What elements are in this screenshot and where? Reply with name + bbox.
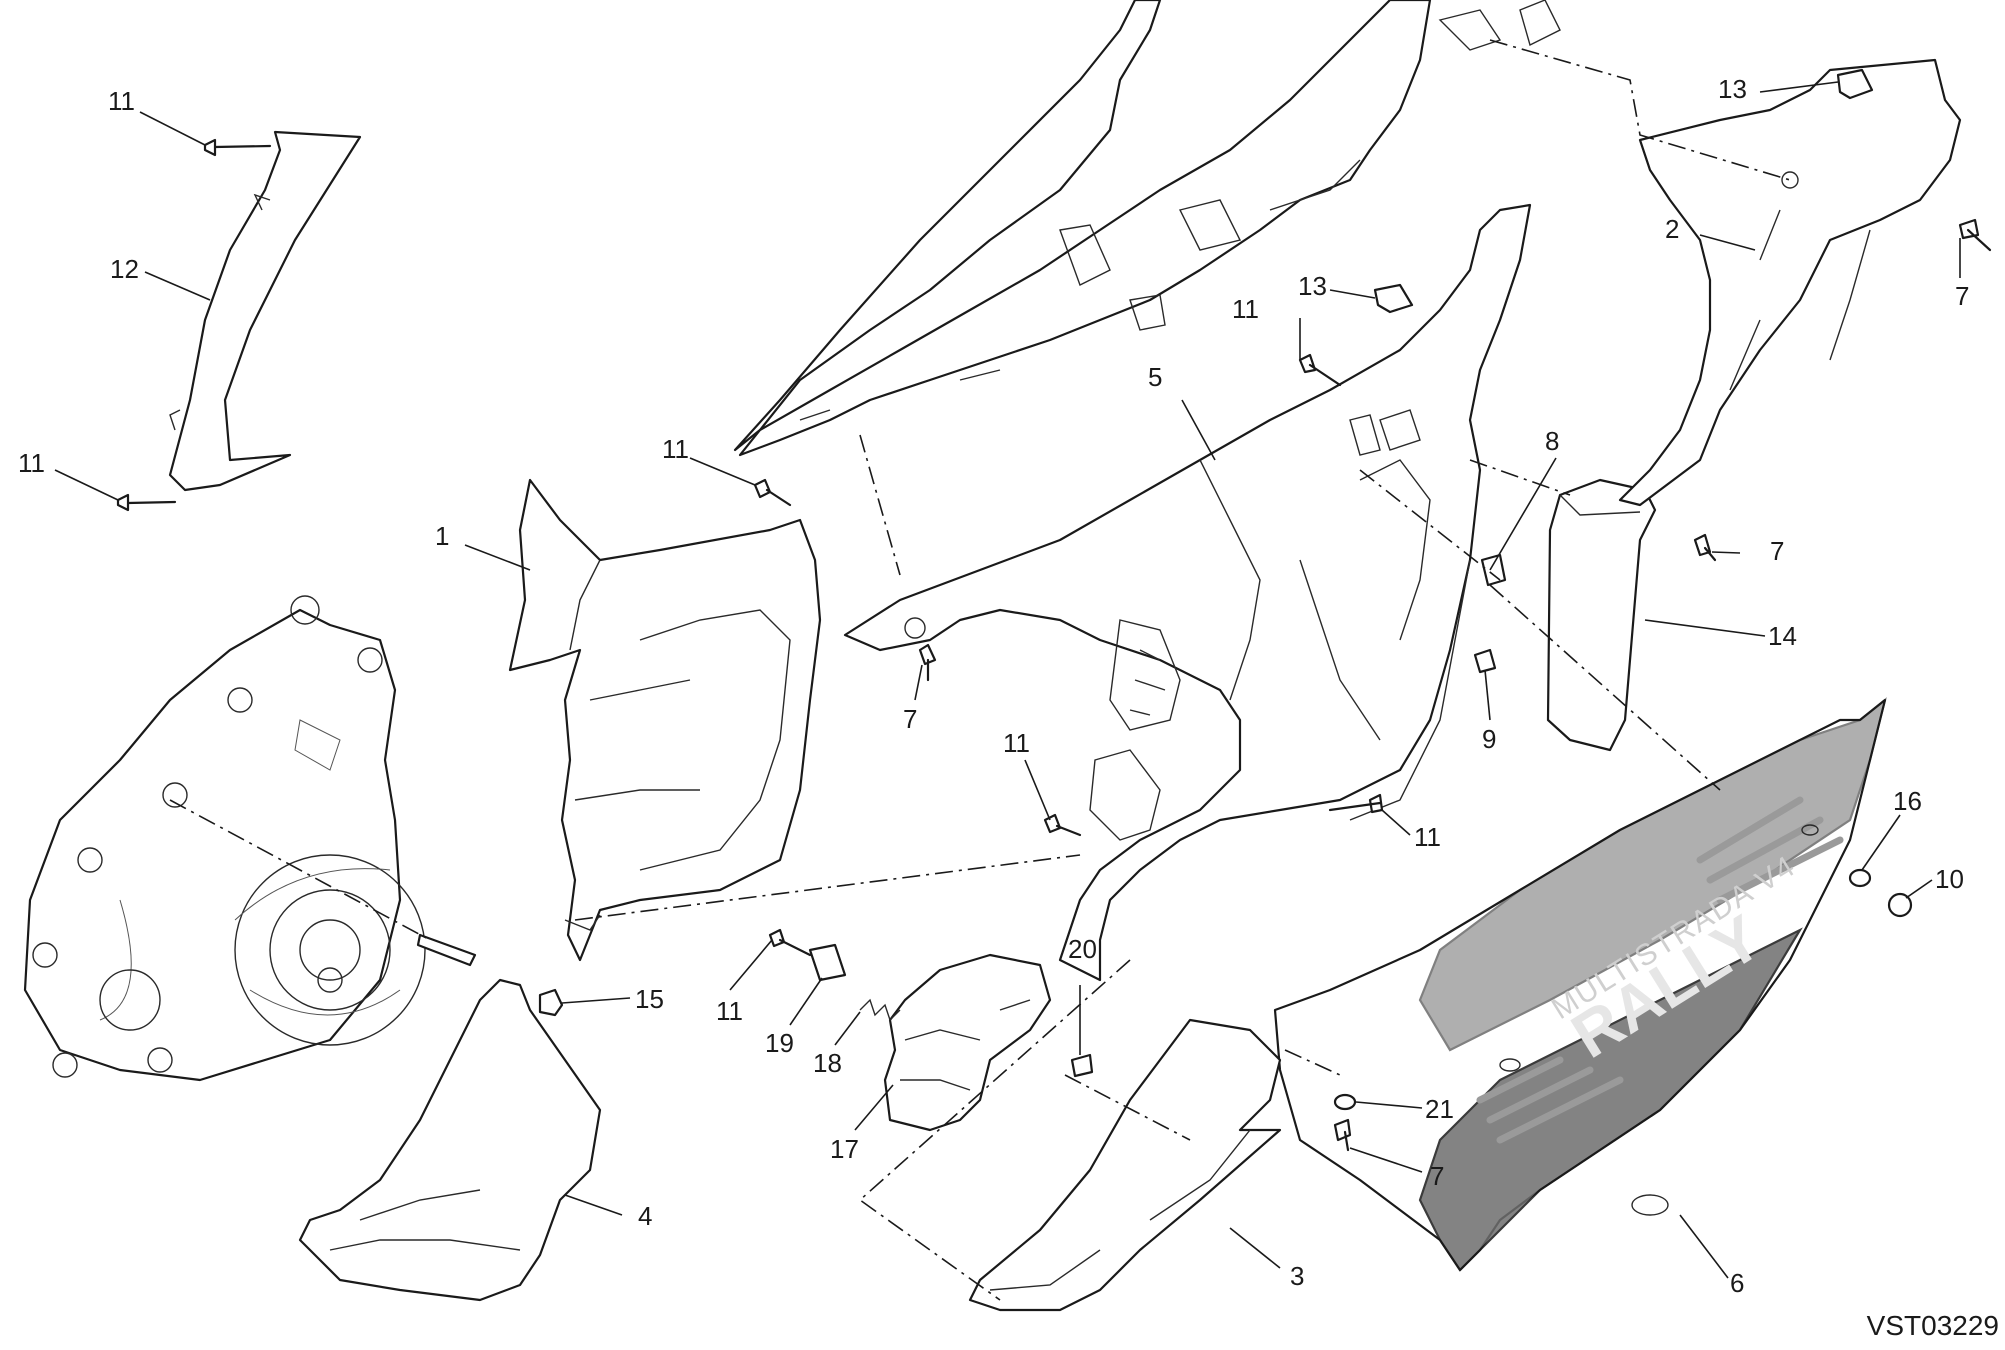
part-1-inner-panel [508,478,822,962]
callout-11-upper: 11 [1232,294,1259,324]
part-6-decal-panel: MULTISTRADA V4 RALLY [1273,697,1887,1272]
callout-1: 1 [435,521,449,551]
part-17-small-cover [883,953,1052,1132]
callout-11-part1: 11 [662,434,689,464]
callout-5: 5 [1148,362,1162,392]
callout-6: 6 [1730,1268,1744,1298]
callout-14: 14 [1768,621,1797,651]
callout-2: 2 [1665,214,1679,244]
callout-3: 3 [1290,1261,1304,1291]
part-2-right-bracket [1618,58,1962,507]
callout-leaders [54,81,1961,1279]
callout-18: 18 [813,1048,842,1078]
callout-21: 21 [1425,1094,1454,1124]
callout-11-right: 11 [1414,822,1441,852]
callout-7-center: 7 [903,704,917,734]
callout-16: 16 [1893,786,1922,816]
alignment-lines [169,39,1791,1301]
part-3-lower-middle-cover [968,1018,1282,1312]
callout-4: 4 [638,1201,652,1231]
part-12-bracket [168,130,362,492]
fasteners [116,68,1992,1152]
callout-8: 8 [1545,426,1559,456]
part-5-main-panel [843,203,1532,982]
callout-19: 19 [765,1028,794,1058]
callout-11-middle: 11 [1003,728,1030,758]
callout-9: 9 [1482,724,1496,754]
callout-11-lower: 11 [716,996,743,1026]
callout-17: 17 [830,1134,859,1164]
callout-20: 20 [1068,934,1097,964]
callout-7-right: 7 [1770,536,1784,566]
callout-15: 15 [635,984,664,1014]
callout-11-top-left: 11 [108,86,135,116]
callout-labels: 11 12 11 1 11 7 11 5 13 13 2 7 7 8 9 14 … [18,74,1969,1298]
part-14-pad [1546,478,1657,752]
drawing-code: VST03229 [1866,1310,1999,1341]
callout-7-bottom: 7 [1430,1161,1444,1191]
engine-cover [23,595,426,1082]
callout-13-center: 13 [1298,271,1327,301]
callout-11-left: 11 [18,448,45,478]
upper-fairing [733,0,1561,457]
callout-12: 12 [110,254,139,284]
callout-13-right: 13 [1718,74,1747,104]
callout-10: 10 [1935,864,1964,894]
part-4-lower-cover [298,978,602,1302]
callout-7-top-right: 7 [1955,281,1969,311]
